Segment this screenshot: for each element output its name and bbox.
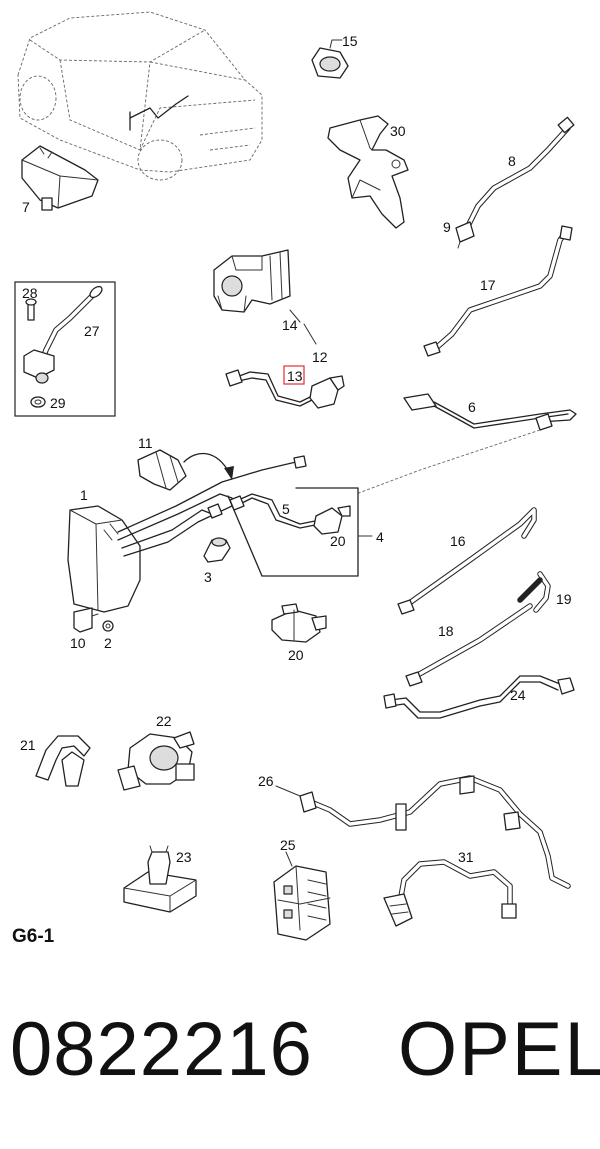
- part-6-hose: [403, 393, 577, 431]
- callout-10: 10: [70, 635, 86, 651]
- callout-24: 24: [510, 687, 526, 703]
- callout-4: 4: [376, 529, 384, 545]
- callout-7: 7: [22, 199, 30, 215]
- part-11-clip: [137, 449, 234, 491]
- callout-17: 17: [480, 277, 496, 293]
- car-illustration: [17, 11, 263, 181]
- part-1-canister: [67, 455, 307, 613]
- part-12-harness: [225, 309, 345, 409]
- callout-15: 15: [342, 33, 358, 49]
- callout-8: 8: [508, 153, 516, 169]
- callout-19: 19: [556, 591, 572, 607]
- callout-28: 28: [22, 285, 38, 301]
- callout-20b: 20: [288, 647, 304, 663]
- callout-11: 11: [138, 435, 153, 451]
- inset-box-27-29: [14, 281, 116, 417]
- callout-13: 13: [287, 368, 303, 384]
- callout-16: 16: [450, 533, 466, 549]
- part-19-hose: [517, 571, 551, 613]
- callout-22: 22: [156, 713, 172, 729]
- callout-6: 6: [468, 399, 476, 415]
- part-3-sleeve: [203, 537, 231, 563]
- part-4-box: [227, 487, 373, 577]
- part-14-bracket: [213, 249, 291, 313]
- part-18-pipe: [405, 603, 533, 687]
- part-16-pipe: [397, 507, 537, 615]
- callout-5: 5: [282, 501, 290, 517]
- part-24-hose: [383, 675, 575, 719]
- leader-6-to-4: [355, 429, 541, 495]
- callout-14: 14: [282, 317, 298, 333]
- part-25-connector: [273, 851, 331, 941]
- part-number: 0822216: [10, 1007, 313, 1092]
- callout-25: 25: [280, 837, 296, 853]
- callout-29: 29: [50, 395, 66, 411]
- part-26-hose: [275, 775, 571, 889]
- callout-26: 26: [258, 773, 274, 789]
- callout-12: 12: [312, 349, 328, 365]
- part-17-pipe: [423, 225, 573, 357]
- callout-21: 21: [20, 737, 36, 753]
- callout-9: 9: [443, 219, 451, 235]
- part-31-hose: [383, 859, 517, 927]
- callout-27: 27: [84, 323, 100, 339]
- sheet-label: G6-1: [12, 926, 55, 947]
- callout-23: 23: [176, 849, 192, 865]
- part-21-hose: [35, 735, 91, 787]
- part-2-nut: [102, 620, 114, 632]
- part-15-grommet: [311, 39, 349, 79]
- callout-1: 1: [80, 487, 88, 503]
- part-22-valve: [117, 731, 195, 791]
- part-20-valve: [271, 603, 327, 643]
- part-7-cover: [21, 145, 99, 211]
- callout-31: 31: [458, 849, 474, 865]
- parts-diagram: 15 30 8 7 9 17 28 27 29 14 12 13 6 11 1 …: [14, 11, 577, 941]
- highlight-box-13: [283, 365, 305, 385]
- callout-3: 3: [204, 569, 212, 585]
- callout-20a: 20: [330, 533, 346, 549]
- callout-2: 2: [104, 635, 112, 651]
- part-23-bracket: [123, 845, 197, 913]
- brand-name: OPEL: [398, 1007, 600, 1092]
- callout-18: 18: [438, 623, 454, 639]
- callout-30: 30: [390, 123, 406, 139]
- part-30-bracket: [327, 115, 409, 229]
- part-8-pipe: [455, 116, 575, 249]
- part-10-bracket: [73, 607, 99, 633]
